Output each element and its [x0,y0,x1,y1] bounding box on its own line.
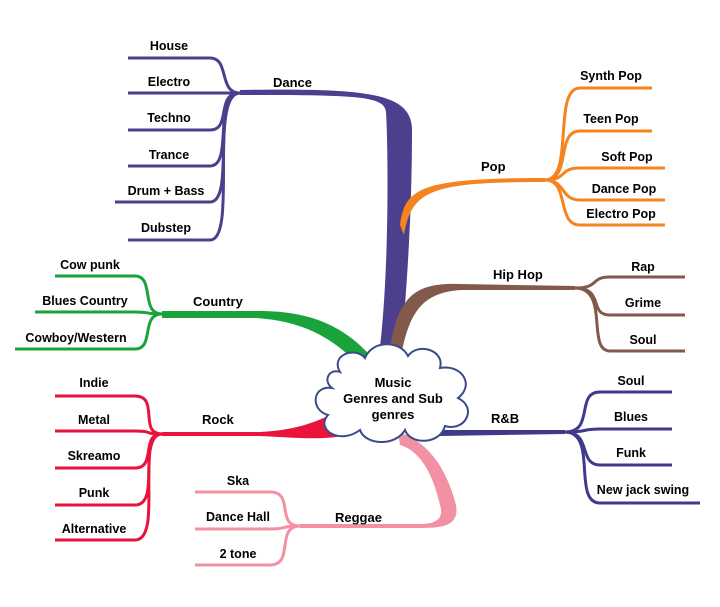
leaf-hiphop-soul: Soul [629,333,656,347]
leaf-country-blues: Blues Country [42,294,127,308]
branch-label-country: Country [193,294,244,309]
leaf-rock-punk: Punk [79,486,110,500]
leaf-dance-dubstep: Dubstep [141,221,191,235]
leaf-pop-dance: Dance Pop [592,182,657,196]
branch-label-dance: Dance [273,75,312,90]
center-line-2: Genres and Sub [343,391,443,406]
center-line-1: Music [375,375,412,390]
country-trunk [162,311,376,366]
rock-trunk [162,412,342,439]
rnb-leaves [564,390,700,505]
leaf-rock-indie: Indie [79,376,108,390]
leaf-country-cowboy: Cowboy/Western [25,331,126,345]
rock-leaves [55,394,163,542]
leaf-rock-metal: Metal [78,413,110,427]
reggae-trunk [300,432,457,528]
center-cloud [314,343,469,443]
pop-trunk [400,178,545,235]
leaf-rock-alternative: Alternative [62,522,127,536]
leaf-pop-soft: Soft Pop [601,150,653,164]
leaf-pop-electro: Electro Pop [586,207,656,221]
pop-leaves [544,86,665,227]
leaf-rnb-funk: Funk [616,446,646,460]
leaf-dance-house: House [150,39,188,53]
hiphop-leaves [574,275,685,353]
branch-label-reggae: Reggae [335,510,382,525]
leaf-reggae-dance-hall: Dance Hall [206,510,270,524]
country-leaves [15,274,163,351]
leaf-hiphop-rap: Rap [631,260,655,274]
leaf-dance-electro: Electro [148,75,191,89]
branch-label-hiphop: Hip Hop [493,267,543,282]
dance-leaves [115,56,241,242]
branch-label-pop: Pop [481,159,506,174]
leaf-rnb-blues: Blues [614,410,648,424]
leaf-pop-synth: Synth Pop [580,69,642,83]
leaf-rnb-soul: Soul [617,374,644,388]
leaf-reggae-ska: Ska [227,474,250,488]
leaf-dance-techno: Techno [147,111,191,125]
dance-trunk [240,89,412,362]
branch-label-rock: Rock [202,412,235,427]
leaf-hiphop-grime: Grime [625,296,661,310]
center-title: Music Genres and Sub genres [343,375,443,422]
leaf-rock-skreamo: Skreamo [68,449,121,463]
leaf-pop-teen: Teen Pop [583,112,639,126]
leaf-reggae-2-tone: 2 tone [220,547,257,561]
branch-label-rnb: R&B [491,411,519,426]
leaf-rnb-new-jack-swing: New jack swing [597,483,689,497]
leaf-dance-trance: Trance [149,148,189,162]
center-line-3: genres [372,407,415,422]
rnb-trunk [440,430,565,436]
reggae-leaves [195,490,301,567]
leaf-country-cow-punk: Cow punk [60,258,120,272]
leaf-dance-drum-bass: Drum + Bass [128,184,205,198]
